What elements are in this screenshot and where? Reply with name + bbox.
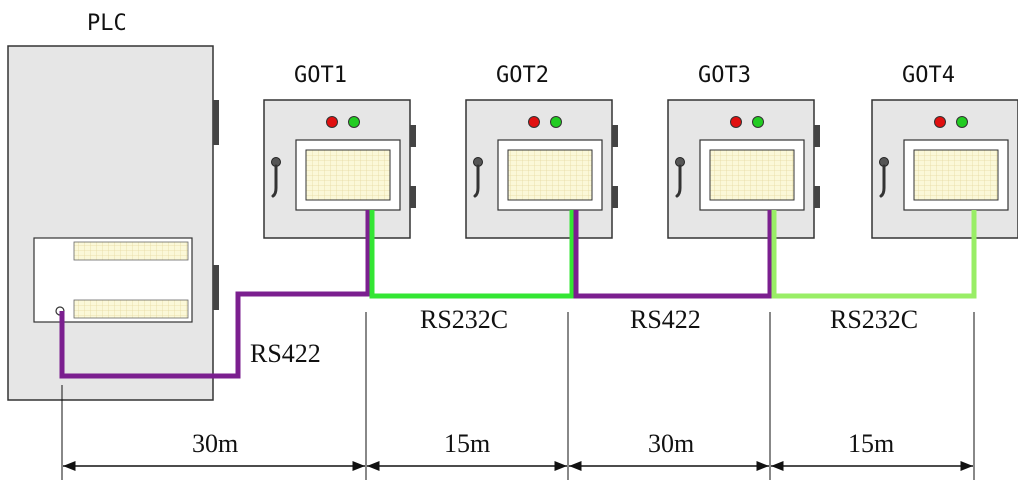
dimension-lines bbox=[61, 312, 975, 480]
got-panel-4 bbox=[871, 99, 1018, 239]
red-lamp-icon bbox=[934, 116, 946, 128]
plc-cabinet bbox=[7, 45, 219, 401]
got-label-4: GOT4 bbox=[902, 63, 955, 88]
got-panel-2 bbox=[465, 99, 618, 239]
red-lamp-icon bbox=[730, 116, 742, 128]
distance-label-4: 15m bbox=[848, 429, 894, 458]
cable-label-2: RS232C bbox=[420, 305, 508, 334]
red-lamp-icon bbox=[326, 116, 338, 128]
cable-rs422-plc-got1 bbox=[59, 210, 371, 379]
green-lamp-icon bbox=[956, 116, 968, 128]
got-panel-1 bbox=[263, 99, 416, 239]
got-label-1: GOT1 bbox=[294, 63, 347, 88]
distance-label-3: 30m bbox=[648, 429, 694, 458]
handle-icon bbox=[271, 157, 281, 198]
distance-label-1: 30m bbox=[192, 429, 238, 458]
cable-label-1: RS422 bbox=[250, 339, 321, 368]
distance-label-2: 15m bbox=[444, 429, 490, 458]
cable-label-4: RS232C bbox=[830, 305, 918, 334]
handle-icon bbox=[879, 157, 889, 198]
got-label-2: GOT2 bbox=[496, 63, 549, 88]
got-screen bbox=[709, 149, 795, 201]
handle-icon bbox=[473, 157, 483, 198]
got-screen bbox=[305, 149, 391, 201]
green-lamp-icon bbox=[348, 116, 360, 128]
cable-label-3: RS422 bbox=[630, 305, 701, 334]
cable-rs232c-got1-got2 bbox=[369, 210, 575, 299]
got-screen bbox=[507, 149, 593, 201]
green-lamp-icon bbox=[550, 116, 562, 128]
green-lamp-icon bbox=[752, 116, 764, 128]
handle-icon bbox=[675, 157, 685, 198]
cable-rs422-got2-got3 bbox=[573, 210, 773, 299]
plc-label: PLC bbox=[87, 11, 127, 36]
got-screen bbox=[913, 149, 999, 201]
red-lamp-icon bbox=[528, 116, 540, 128]
got-panel-3 bbox=[667, 99, 820, 239]
got-label-3: GOT3 bbox=[698, 63, 751, 88]
cable-rs232c-got3-got4 bbox=[771, 210, 977, 299]
